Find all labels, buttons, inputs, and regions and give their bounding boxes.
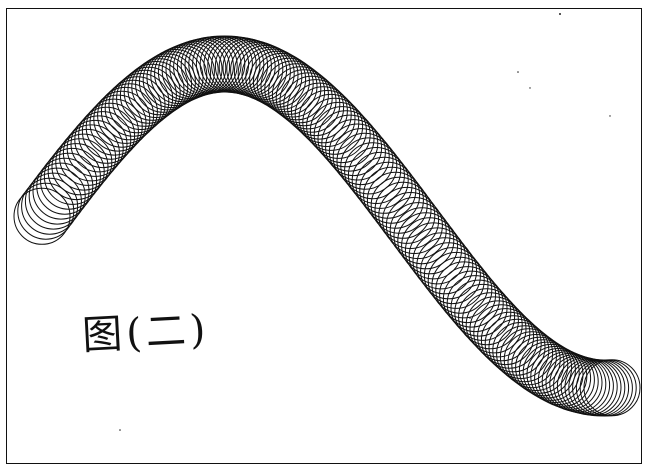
loop-ring	[404, 222, 462, 280]
loop-ring	[484, 315, 542, 373]
loop-ring	[268, 63, 326, 121]
loop-ring	[465, 296, 523, 354]
loop-ring	[393, 207, 451, 265]
loop-ring	[241, 46, 299, 104]
loop-ring	[81, 102, 139, 160]
loop-ring	[21, 177, 79, 235]
loop-ring	[131, 58, 189, 116]
paper-specks	[119, 13, 611, 431]
loop-ring	[59, 128, 117, 186]
loop-ring	[154, 45, 212, 103]
loop-ring	[157, 43, 215, 101]
loop-ring	[439, 266, 497, 324]
loop-ring	[245, 48, 303, 106]
loop-ring	[78, 106, 136, 164]
loop-ring	[260, 57, 318, 115]
loop-ring	[473, 304, 531, 362]
loop-ring	[477, 308, 535, 366]
loop-ring	[526, 346, 584, 403]
loop-ring	[28, 167, 86, 225]
loop-ring	[237, 44, 295, 102]
loop-ring	[13, 187, 71, 245]
sinusoidal-loop-band	[13, 35, 641, 417]
loop-ring	[298, 90, 356, 147]
loop-ring	[347, 147, 405, 204]
loop-ring	[313, 106, 371, 164]
loop-ring	[17, 182, 75, 240]
loop-ring	[104, 79, 162, 137]
loop-ring	[309, 101, 367, 159]
loop-ring	[93, 90, 151, 148]
loop-ring	[287, 79, 345, 137]
loop-ring	[85, 98, 143, 156]
loop-ring	[40, 152, 98, 210]
loop-ring	[146, 49, 204, 106]
loop-ring	[36, 157, 94, 215]
loop-ring	[66, 119, 124, 177]
loop-ring	[32, 162, 90, 220]
loop-ring	[264, 60, 322, 118]
loop-ring	[55, 133, 113, 191]
loop-ring	[420, 242, 478, 300]
figure-caption: 图(二)	[81, 306, 211, 360]
loop-ring	[412, 232, 470, 290]
loop-ring	[389, 202, 447, 260]
loop-ring	[24, 172, 82, 230]
loop-ring	[351, 151, 409, 209]
loop-ring	[275, 69, 333, 127]
loop-ring	[279, 72, 337, 130]
loop-ring	[435, 261, 493, 319]
loop-ring	[127, 61, 185, 118]
loop-ring	[344, 142, 402, 200]
loop-ring	[408, 227, 466, 285]
loop-ring	[446, 275, 504, 333]
loop-ring	[306, 97, 364, 155]
loop-ring	[328, 123, 386, 181]
loop-ring	[302, 93, 360, 151]
loop-ring	[442, 270, 500, 328]
loop-ring	[283, 75, 341, 133]
loop-ring	[537, 351, 595, 409]
loop-ring	[583, 359, 641, 417]
loop-ring	[511, 336, 569, 394]
loop-ring	[123, 63, 181, 121]
loop-ring	[62, 124, 120, 182]
loop-ring	[332, 128, 390, 186]
loop-ring	[336, 132, 394, 190]
loop-ring	[461, 292, 519, 350]
loop-ring	[355, 156, 413, 214]
loop-ring	[142, 51, 200, 109]
loop-ring	[401, 217, 459, 275]
loop-ring	[507, 334, 565, 391]
loop-ring	[568, 359, 626, 417]
loop-ring	[70, 115, 128, 173]
loop-ring	[97, 86, 155, 144]
loop-ring	[450, 279, 508, 337]
loop-ring	[522, 343, 580, 401]
loop-ring	[503, 331, 561, 389]
loop-ring	[534, 349, 592, 407]
loop-ring	[416, 237, 474, 295]
loop-ring	[397, 212, 455, 270]
loop-ring	[458, 288, 516, 346]
loop-ring	[340, 137, 398, 195]
